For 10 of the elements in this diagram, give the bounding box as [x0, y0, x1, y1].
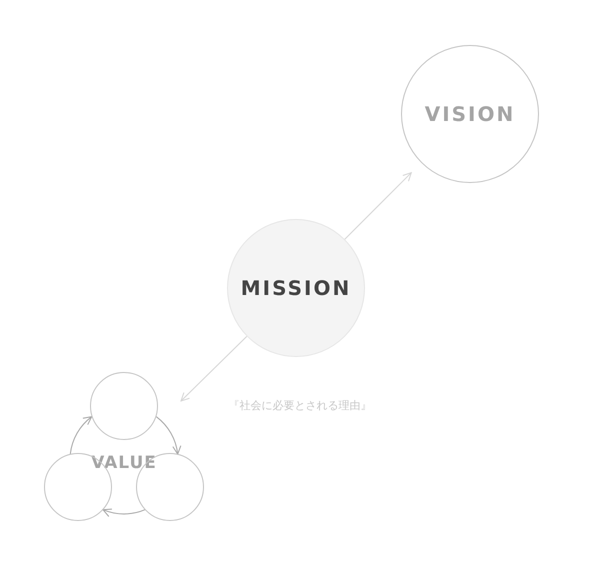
- arrow: [180, 336, 248, 402]
- arrow: [344, 172, 412, 240]
- circle-label: VISION: [424, 102, 516, 126]
- cycle-arrow: [156, 416, 181, 455]
- cycle-arrow: [70, 416, 92, 455]
- circle: [401, 45, 539, 183]
- circle: [90, 372, 158, 440]
- cluster-label: VALUE: [82, 451, 166, 475]
- cycle-arrow: [102, 508, 146, 517]
- circle-label: MISSION: [240, 276, 352, 300]
